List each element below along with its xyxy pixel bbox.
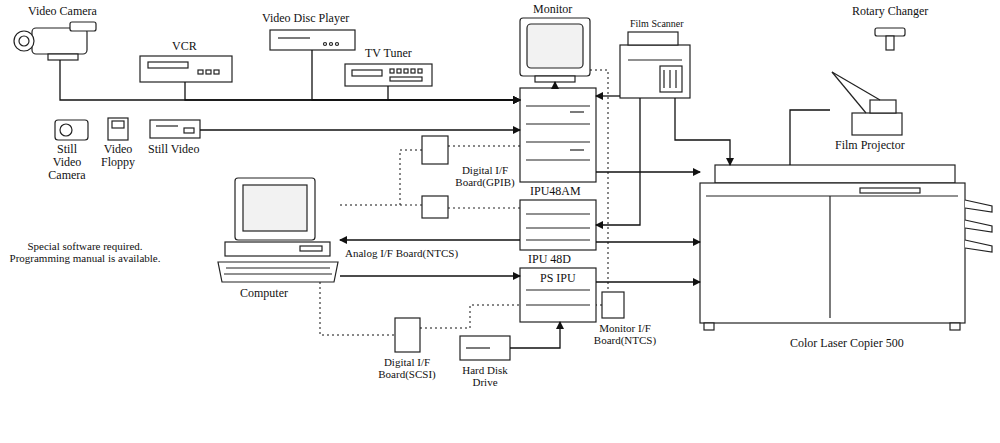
device-node: Digital I/F Board(SCSI) [395,318,420,352]
device-node: Computer [215,178,340,282]
signal-connector [388,86,520,100]
device-node: Monitor [520,18,590,82]
device-label: Still Video [148,143,199,156]
device-node: Still Video Camera [55,118,88,140]
device-label: PS IPU [540,272,576,285]
note-text: Special software required. Programming m… [5,240,165,264]
device-label: Still Video Camera [44,143,90,182]
device-label: Monitor [533,3,572,16]
device-label: IPU48AM [530,185,581,198]
device-label: Film Scanner [630,18,684,29]
device-label: Video Floppy [94,143,142,169]
device-node: Rotary Changer [875,26,905,52]
signal-connector [312,50,520,100]
signal-connector [554,82,555,88]
signal-connector [60,60,520,100]
dotted-connector [420,305,520,328]
device-node: Video Floppy [108,118,128,140]
device-label: Color Laser Copier 500 [790,337,904,350]
device-label: Rotary Changer [852,5,928,18]
device-label: Hard Disk Drive [452,364,518,388]
device-node: Still Video [150,120,200,138]
device-node: Video Disc Player [270,30,355,50]
device-node: IPU48AM [520,88,596,182]
device-label: Video Camera [28,5,97,18]
device-label: Digital I/F Board(SCSI) [366,356,448,380]
device-label: VCR [172,40,197,53]
signal-connector [200,129,520,130]
dotted-connector [596,305,602,306]
device-node: Color Laser Copier 500 [700,165,965,330]
dotted-connector [340,150,422,205]
device-node: PS IPU [520,268,596,322]
device-label: IPU 48D [528,253,571,266]
dotted-connector [320,282,395,335]
signal-connector [596,241,700,242]
device-label: Digital I/F Board(GPIB) [450,164,520,188]
dotted-connector [590,70,608,292]
signal-connector [596,95,620,96]
device-node: Video Camera [12,22,100,60]
signal-connector [596,98,640,225]
device-node: Film Projector [830,70,905,135]
device-node: Monitor I/F Board(NTCS) [602,292,624,318]
device-node: Digital I/F Board(GPIB) [422,136,448,164]
device-node: VCR [140,56,232,82]
device-label: Computer [240,287,288,300]
device-node: TV Tuner [345,64,432,86]
device-label: Video Disc Player [262,12,349,25]
device-label: TV Tuner [365,47,412,60]
device-label: Monitor I/F Board(NTCS) [586,322,664,346]
signal-connector [510,322,560,348]
signal-connector [790,110,830,165]
signal-connector [340,239,520,240]
device-label: Film Projector [835,139,905,152]
signal-connector [340,275,520,276]
signal-connector [596,281,700,282]
device-node: Hard Disk Drive [460,336,510,360]
device-node: Film Scanner [620,32,690,98]
signal-connector [596,171,700,172]
device-node: IPU 48D [520,200,596,250]
signal-connector [675,98,730,165]
board-label: Analog I/F Board(NTCS) [345,247,458,259]
signal-connector [185,82,520,100]
dotted-connector [448,146,520,147]
